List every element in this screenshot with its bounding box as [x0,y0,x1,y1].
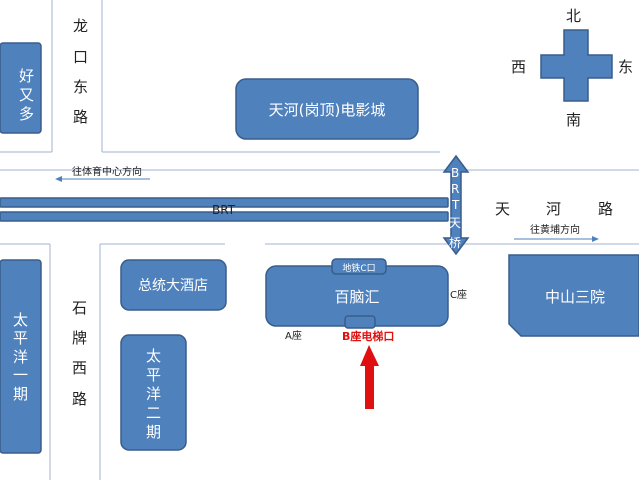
street-tianhe-char: 河 [546,200,561,218]
compass-east: 东 [618,58,633,76]
street-shipai-char: 牌 [72,329,87,347]
mall-entrance-b [344,315,376,329]
bridge-char: B [451,166,459,180]
building-pacific-phase2 [120,334,187,451]
haoyouduo-char: 多 [19,105,34,123]
street-longkou-char: 龙 [73,17,88,35]
direction-to-stadium: 往体育中心方向 [72,165,142,178]
pacific2-char: 洋 [146,385,161,403]
pacific2-char: 太 [146,347,161,365]
pacific1-char: 太 [13,311,28,329]
direction-to-huangpu: 往黄埔方向 [530,223,580,236]
bridge-char: 桥 [449,236,461,250]
seat-b-elevator-label: B座电梯口 [342,329,394,343]
haoyouduo-char: 好 [19,67,34,85]
building-cinema [235,78,419,140]
mall-label: 百脑汇 [334,288,379,306]
metro-exit-c [331,258,387,275]
brt-bridge-arrow [442,154,470,256]
street-tianhe-char: 天 [495,200,510,218]
street-longkou-char: 东 [73,78,88,96]
hotel-label: 总统大酒店 [138,278,208,294]
brt-label: BRT [212,203,236,217]
direction-arrow-east-head [592,236,599,242]
bridge-char: R [451,182,459,196]
brt-lane-lower [0,211,449,222]
brt-lane-upper [0,197,449,208]
street-tianhe-char: 路 [598,200,613,218]
direction-arrow-west-head [55,176,62,182]
building-president-hotel [120,259,227,311]
street-shipai-char: 路 [72,390,87,408]
haoyouduo-char: 又 [19,86,34,104]
building-haoyouduo [0,42,42,134]
pacific2-char: 期 [146,423,161,441]
red-arrow-shaft [365,366,374,409]
pacific2-char: 二 [146,404,161,422]
compass-south: 南 [566,111,581,129]
building-pacific-phase1 [0,259,42,454]
pacific1-char: 平 [13,329,28,347]
building-zhongshan-hospital [508,254,639,337]
street-shipai-char: 石 [72,299,87,317]
pacific1-char: 一 [13,366,28,384]
pacific2-char: 平 [146,366,161,384]
street-longkou-char: 口 [73,48,88,66]
street-longkou-char: 路 [73,108,88,126]
red-arrow-icon [360,345,379,366]
compass-cross-icon [540,29,613,102]
compass-west: 西 [511,58,526,76]
cinema-label: 天河(岗顶)电影城 [269,101,386,119]
pacific1-char: 洋 [13,348,28,366]
bridge-char: 天 [449,216,461,230]
seat-a-label: A座 [285,329,302,342]
metro-exit-c-label: 地铁C口 [342,262,375,274]
bridge-char: T [451,198,460,212]
street-shipai-char: 西 [72,359,87,377]
pacific1-char: 期 [13,385,28,403]
hospital-label: 中山三院 [545,288,605,306]
seat-c-label: C座 [450,288,467,301]
brt-bridge-label: B R T 天 桥 [449,166,461,250]
compass-north: 北 [566,7,581,25]
